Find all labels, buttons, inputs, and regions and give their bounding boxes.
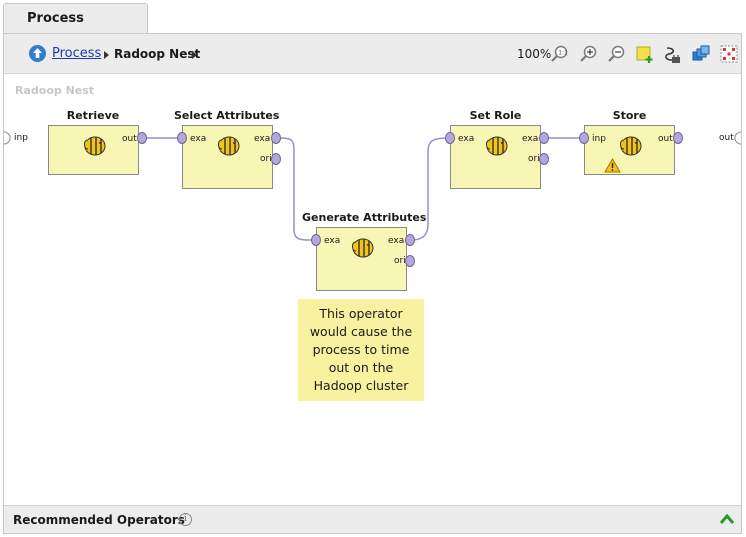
- port-generate-attributes-ori-out[interactable]: [405, 255, 415, 267]
- chevron-up-icon[interactable]: [720, 514, 734, 524]
- port-set-role-exa-in[interactable]: [445, 132, 455, 144]
- port-label-out: out: [658, 134, 673, 144]
- zoom-in-icon[interactable]: [579, 44, 599, 64]
- hadoop-elephant-icon: [218, 136, 240, 156]
- zoom-level: 100%: [517, 47, 552, 61]
- operator-store[interactable]: inp out: [584, 125, 675, 175]
- port-store-inp[interactable]: [579, 132, 589, 144]
- home-up-icon[interactable]: [29, 45, 46, 62]
- port-select-attributes-ori-out[interactable]: [271, 153, 281, 165]
- port-label-ori-out: ori: [394, 256, 406, 266]
- zoom-out-icon[interactable]: [607, 44, 627, 64]
- svg-text:1:1: 1:1: [558, 50, 568, 57]
- port-select-attributes-exa-in[interactable]: [177, 132, 187, 144]
- reset-layout-icon[interactable]: [719, 44, 739, 64]
- operator-store-title: Store: [612, 109, 647, 122]
- port-label-ori-out: ori: [260, 154, 272, 164]
- port-store-out[interactable]: [673, 132, 683, 144]
- info-icon[interactable]: i: [179, 513, 192, 526]
- port-retrieve-out[interactable]: [137, 132, 147, 144]
- outer-port-inp: [4, 131, 11, 145]
- arrange-operators-icon[interactable]: [691, 44, 711, 64]
- hadoop-elephant-icon: [620, 136, 642, 156]
- operator-generate-attributes-title: Generate Attributes: [302, 211, 427, 224]
- port-label-exa-in: exa: [458, 134, 475, 144]
- port-label-out: out: [122, 134, 137, 144]
- outer-port-inp-label: inp: [14, 133, 28, 143]
- connection-wires: [4, 131, 741, 241]
- port-label-exa-in: exa: [190, 134, 207, 144]
- operator-select-attributes[interactable]: exa exa ori: [182, 125, 273, 189]
- operator-retrieve[interactable]: out: [48, 125, 139, 175]
- port-label-inp: inp: [592, 134, 606, 144]
- port-select-attributes-exa-out[interactable]: [271, 132, 281, 144]
- process-panel: Process Radoop Nest 100% 1:1 Radoop Nest: [3, 33, 742, 534]
- hadoop-elephant-icon: [486, 136, 508, 156]
- wire-generate-setrole: [410, 137, 451, 241]
- tab-process[interactable]: Process: [3, 3, 148, 34]
- wire-select-generate: [276, 137, 314, 241]
- zoom-fit-icon[interactable]: 1:1: [550, 44, 570, 64]
- tab-process-label: Process: [27, 11, 84, 26]
- port-generate-attributes-exa-out[interactable]: [405, 234, 415, 246]
- port-label-ori-out: ori: [528, 154, 540, 164]
- outer-port-out-label: out: [719, 133, 734, 143]
- operator-set-role[interactable]: exa exa ori: [450, 125, 541, 189]
- process-canvas[interactable]: Radoop Nest inp out Retrieve out Select …: [4, 74, 741, 505]
- warning-icon[interactable]: [604, 158, 621, 173]
- port-label-exa-out: exa: [254, 134, 271, 144]
- auto-wire-icon[interactable]: [663, 44, 683, 64]
- process-toolbar: Process Radoop Nest 100% 1:1: [4, 34, 741, 74]
- breadcrumb-dropdown-icon[interactable]: [192, 51, 197, 59]
- port-set-role-exa-out[interactable]: [539, 132, 549, 144]
- port-set-role-ori-out[interactable]: [539, 153, 549, 165]
- recommended-operators-bar: Recommended Operators i: [4, 505, 741, 533]
- outer-port-out: [734, 131, 741, 145]
- operator-select-attributes-title: Select Attributes: [174, 109, 280, 122]
- nest-label: Radoop Nest: [15, 84, 95, 97]
- hadoop-elephant-icon: [352, 238, 374, 258]
- port-label-exa-in: exa: [324, 236, 341, 246]
- hadoop-elephant-icon: [84, 136, 106, 156]
- port-label-exa-out: exa: [522, 134, 539, 144]
- recommended-operators-title: Recommended Operators: [13, 513, 185, 527]
- breadcrumb-process-link[interactable]: Process: [52, 46, 102, 61]
- breadcrumb-current: Radoop Nest: [114, 47, 201, 61]
- port-label-exa-out: exa: [388, 236, 405, 246]
- operator-generate-attributes[interactable]: exa exa ori: [316, 227, 407, 291]
- port-generate-attributes-exa-in[interactable]: [311, 234, 321, 246]
- operator-retrieve-title: Retrieve: [66, 109, 120, 122]
- sticky-note[interactable]: This operator would cause the process to…: [298, 299, 424, 401]
- breadcrumb-separator-icon: [104, 51, 109, 59]
- add-note-icon[interactable]: [635, 44, 655, 64]
- operator-set-role-title: Set Role: [469, 109, 522, 122]
